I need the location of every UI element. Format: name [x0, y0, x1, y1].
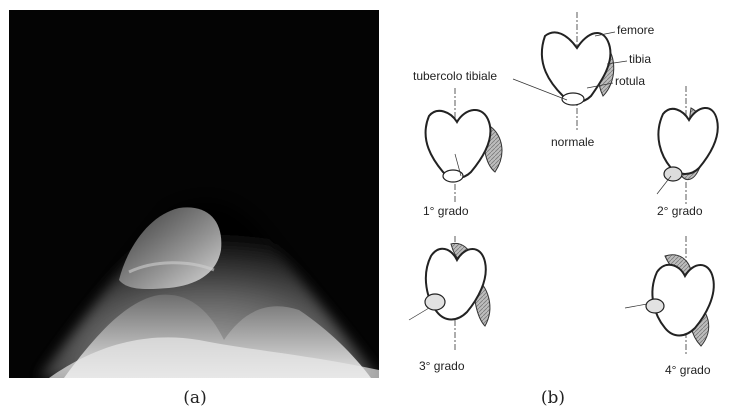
patella-dislocation-diagram: femore tibia rotula tubercolo tibiale no…: [395, 4, 725, 384]
label-tibia: tibia: [629, 52, 651, 66]
caption-a: (a): [165, 388, 225, 408]
label-normale: normale: [551, 135, 595, 149]
grado4-rotula: [646, 299, 664, 313]
label-rotula: rotula: [615, 74, 645, 88]
diagram-normale: [513, 12, 627, 132]
xray-photo: [9, 10, 379, 378]
diagram-grado2: [657, 86, 718, 204]
grado2-femur: [658, 108, 717, 174]
diagram-grado4: [625, 236, 714, 354]
grado2-rotula: [664, 167, 682, 181]
normale-femur: [542, 32, 611, 102]
label-grado2: 2° grado: [657, 204, 703, 218]
diagram-grado1: [426, 88, 502, 204]
label-tubercolo: tubercolo tibiale: [413, 69, 497, 83]
label-grado1: 1° grado: [423, 204, 469, 218]
caption-b: (b): [523, 388, 583, 408]
diagram-grado3: [409, 236, 490, 350]
grado1-femur: [426, 110, 491, 178]
grado3-rotula: [425, 294, 445, 310]
label-grado3: 3° grado: [419, 359, 465, 373]
label-femore: femore: [617, 23, 655, 37]
label-grado4: 4° grado: [665, 363, 711, 377]
